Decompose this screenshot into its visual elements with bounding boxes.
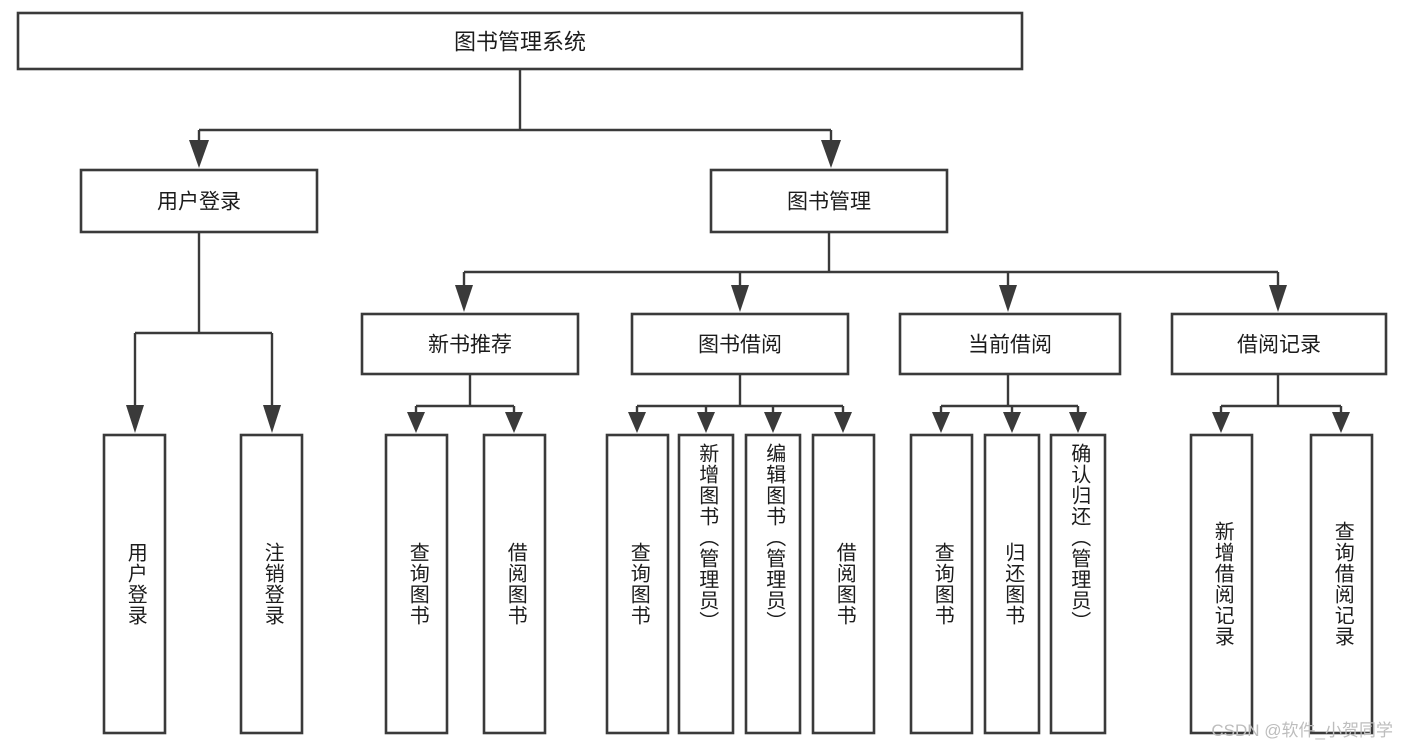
leaf-box-add-record[interactable]	[1189, 433, 1254, 735]
node-user-login[interactable]: 用户登录	[79, 168, 319, 234]
leaf-box-add-book[interactable]	[677, 433, 735, 735]
arrow-head-current-borrow	[999, 285, 1017, 312]
connector-group-book-mgmt	[455, 232, 1287, 312]
connector-group-user-login	[126, 232, 281, 433]
leaf-box-confirm-return[interactable]	[1049, 433, 1107, 735]
arrow-head-leaf-query-book-2	[628, 412, 646, 433]
arrow-head-leaf-query-record	[1332, 412, 1350, 433]
connector-group-book-borrow	[628, 374, 852, 433]
leaf-box-query-book-3[interactable]	[909, 433, 974, 735]
node-borrow-record-box[interactable]	[1170, 312, 1388, 376]
connector-group-current-borrow	[932, 374, 1087, 433]
arrow-head-leaf-borrow-book-1	[505, 412, 523, 433]
connector-group-borrow-record	[1212, 374, 1350, 433]
leaf-box-logout[interactable]	[239, 433, 304, 735]
arrow-head-book-mgmt	[821, 140, 841, 168]
arrow-head-borrow-record	[1269, 285, 1287, 312]
node-root[interactable]: 图书管理系统	[16, 11, 1024, 71]
node-new-book-rec-box[interactable]	[360, 312, 580, 376]
node-user-login-box[interactable]	[79, 168, 319, 234]
node-book-mgmt[interactable]: 图书管理	[709, 168, 949, 234]
node-current-borrow-label: 当前借阅	[968, 334, 1052, 357]
arrow-head-leaf-return-book	[1003, 412, 1021, 433]
arrow-head-leaf-user-login	[126, 405, 144, 433]
node-current-borrow[interactable]: 当前借阅	[898, 312, 1122, 376]
arrow-head-leaf-query-book-1	[407, 412, 425, 433]
leaf-box-edit-book[interactable]	[744, 433, 802, 735]
leaf-box-borrow-book-2[interactable]	[811, 433, 876, 735]
leaf-box-borrow-book-1[interactable]	[482, 433, 547, 735]
node-book-borrow-box[interactable]	[630, 312, 850, 376]
leaf-box-query-book-2[interactable]	[605, 433, 670, 735]
node-borrow-record-label: 借阅记录	[1237, 334, 1321, 357]
arrow-head-leaf-borrow-book-2	[834, 412, 852, 433]
leaf-box-user-login[interactable]	[102, 433, 167, 735]
node-borrow-record[interactable]: 借阅记录	[1170, 312, 1388, 376]
leaf-box-return-book[interactable]	[983, 433, 1041, 735]
node-new-book-rec-label: 新书推荐	[428, 334, 512, 357]
arrow-head-leaf-query-book-3	[932, 412, 950, 433]
node-book-mgmt-box[interactable]	[709, 168, 949, 234]
leaf-box-query-record[interactable]	[1309, 433, 1374, 735]
arrow-head-leaf-edit-book	[764, 412, 782, 433]
node-book-mgmt-label: 图书管理	[787, 191, 871, 214]
arrow-head-leaf-confirm-return	[1069, 412, 1087, 433]
arrow-head-leaf-add-book	[697, 412, 715, 433]
arrow-head-new-book-rec	[455, 285, 473, 312]
arrow-head-leaf-logout	[263, 405, 281, 433]
leaf-box-query-book-1[interactable]	[384, 433, 449, 735]
node-user-login-label: 用户登录	[157, 191, 241, 214]
connector-group-root	[189, 69, 841, 168]
node-book-borrow-label: 图书借阅	[698, 334, 782, 357]
node-book-borrow[interactable]: 图书借阅	[630, 312, 850, 376]
arrow-head-book-borrow	[731, 285, 749, 312]
node-current-borrow-box[interactable]	[898, 312, 1122, 376]
node-new-book-rec[interactable]: 新书推荐	[360, 312, 580, 376]
arrow-head-user-login	[189, 140, 209, 168]
connector-group-new-book-rec	[407, 374, 523, 433]
node-root-label: 图书管理系统	[454, 30, 586, 55]
arrow-head-leaf-add-record	[1212, 412, 1230, 433]
node-root-box[interactable]	[16, 11, 1024, 71]
